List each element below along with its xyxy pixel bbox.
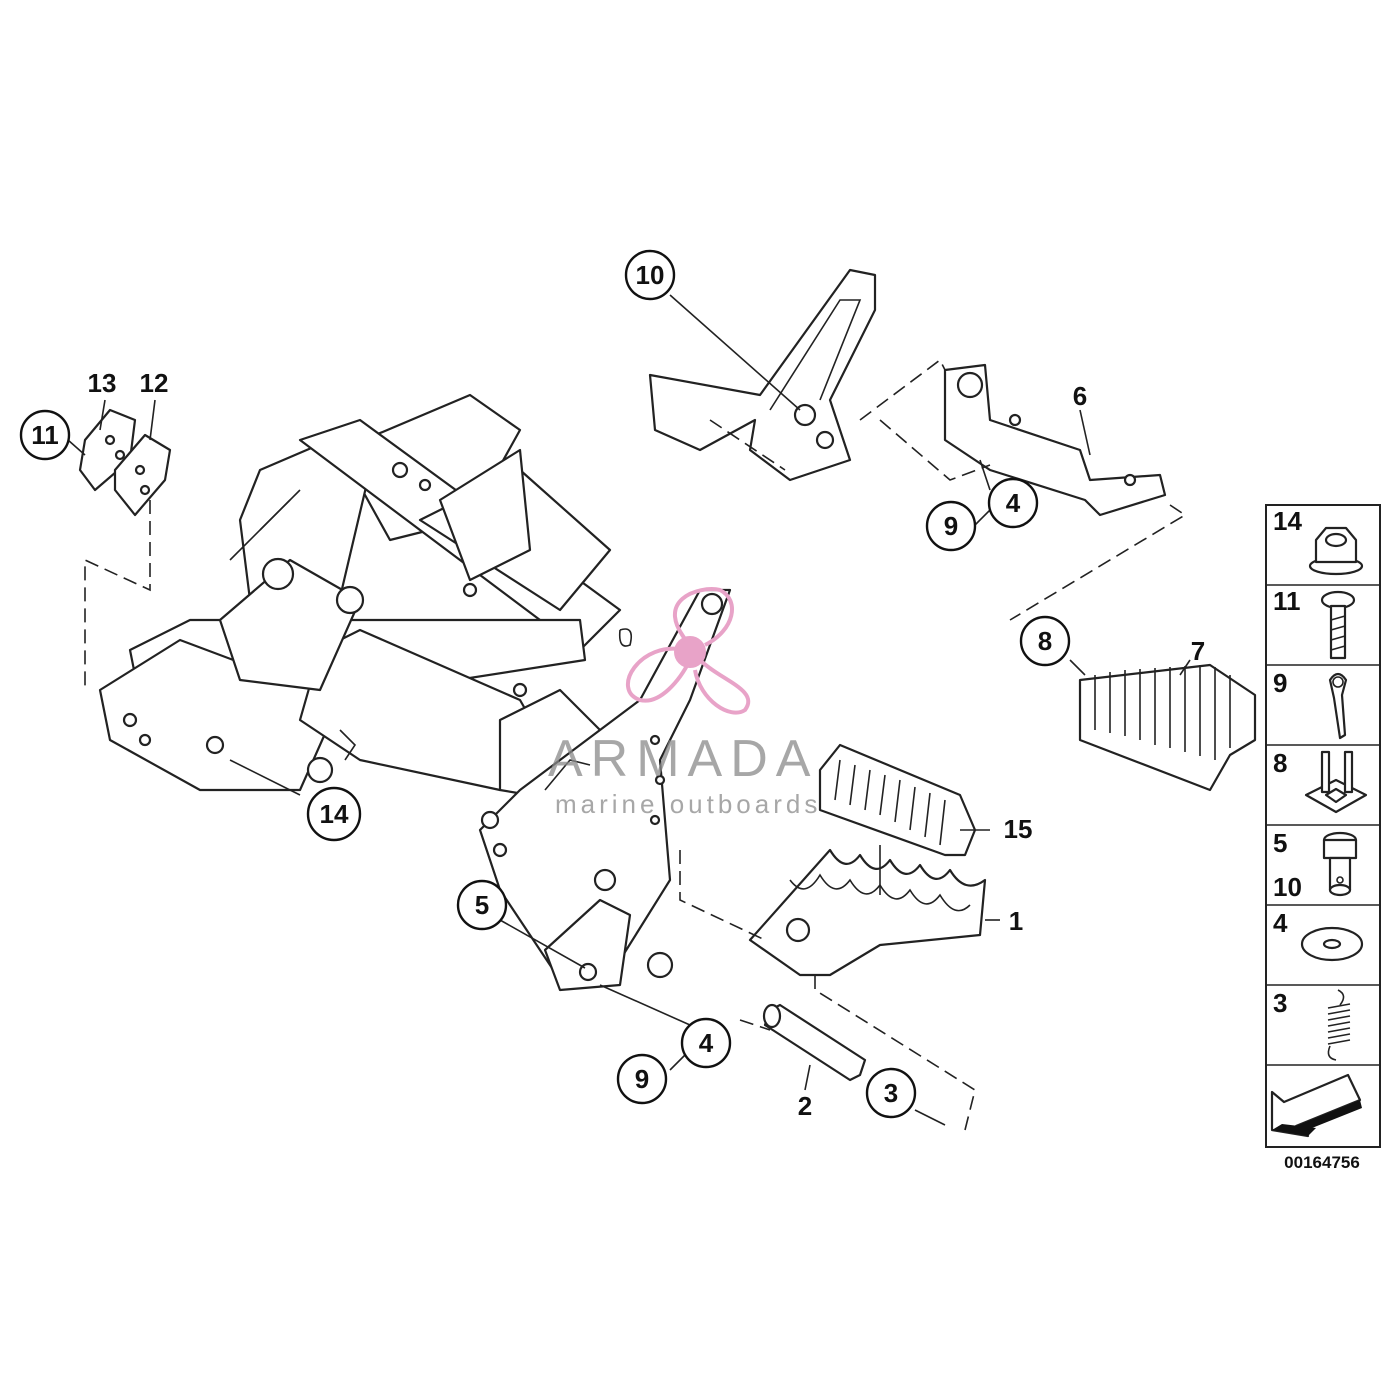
- clip-nut-icon: [1304, 750, 1368, 814]
- footpeg-part-6: [943, 363, 1167, 517]
- legend-number-9: 9: [1273, 668, 1287, 698]
- callout-9-top: 9: [925, 500, 977, 552]
- watermark-title: ARMADA: [548, 730, 818, 788]
- callout-7-label: 7: [1191, 636, 1205, 666]
- watermark: ARMADA marine outboards: [548, 587, 821, 819]
- legend-number-5: 5: [1273, 828, 1287, 858]
- pin-icon: [1322, 831, 1358, 897]
- legend-number-10: 10: [1273, 872, 1302, 902]
- callout-11-label: 11: [31, 420, 59, 450]
- callout-13-label: 13: [88, 368, 117, 398]
- callout-10: 10: [624, 249, 676, 301]
- callout-4-bottom: 4: [680, 1017, 732, 1069]
- parts-legend: 14 11 9 8 5 10: [1265, 504, 1381, 1148]
- callout-12-label: 12: [140, 368, 169, 398]
- callout-10-label: 10: [636, 260, 665, 290]
- callout-4-top-label: 4: [1006, 488, 1021, 518]
- callout-11: 11: [19, 409, 71, 461]
- callout-8-label: 8: [1038, 626, 1052, 656]
- propeller-hub: [674, 636, 706, 668]
- pin-part-2: [762, 1003, 867, 1082]
- callout-3: 3: [865, 1067, 917, 1119]
- callout-14: 14: [306, 786, 362, 842]
- bolt-icon: [1320, 590, 1356, 660]
- callout-15-label: 15: [1004, 814, 1033, 844]
- washer-icon: [1300, 926, 1364, 962]
- footrest-part-1: [748, 848, 987, 977]
- callout-4-top: 4: [987, 477, 1039, 529]
- rubber-footpeg-part-7: [1078, 663, 1257, 792]
- legend-number-8: 8: [1273, 748, 1287, 778]
- watermark-subtitle: marine outboards: [555, 789, 821, 819]
- callout-8: 8: [1019, 615, 1071, 667]
- propeller-logo: [626, 587, 750, 715]
- callout-5: 5: [456, 879, 508, 931]
- spring-icon: [1327, 989, 1351, 1061]
- legend-number-14: 14: [1273, 506, 1302, 536]
- callout-6-label: 6: [1073, 381, 1087, 411]
- rear-subframe: [98, 393, 622, 802]
- mounting-plates: [78, 408, 172, 517]
- assembly-lines: [84, 358, 1187, 1131]
- callout-2-label: 2: [798, 1091, 812, 1121]
- legend-frame: [1265, 504, 1381, 1148]
- arrow-icon: [1270, 1073, 1362, 1138]
- legend-number-11: 11: [1273, 586, 1301, 616]
- callout-9-top-label: 9: [944, 511, 958, 541]
- legend-number-3: 3: [1273, 988, 1287, 1018]
- callout-9-bottom-label: 9: [635, 1064, 649, 1094]
- propeller-blade-2: [626, 646, 692, 703]
- diagram-id: 00164756: [1284, 1153, 1360, 1172]
- callout-3-label: 3: [884, 1078, 898, 1108]
- callout-14-label: 14: [320, 799, 349, 829]
- rubber-insert-part-15: [818, 743, 977, 857]
- flange-nut-icon: [1308, 526, 1364, 576]
- passenger-footrest-bracket: [648, 268, 877, 482]
- propeller-blade-1: [673, 587, 734, 647]
- callout-4-bottom-label: 4: [699, 1028, 714, 1058]
- legend-number-4: 4: [1273, 908, 1288, 938]
- callout-1-label: 1: [1009, 906, 1023, 936]
- cotter-pin-icon: [1328, 672, 1348, 740]
- callout-5-label: 5: [475, 890, 489, 920]
- footrest-bracket: [478, 588, 732, 992]
- propeller-blade-3: [693, 658, 750, 715]
- callout-9-bottom: 9: [616, 1053, 668, 1105]
